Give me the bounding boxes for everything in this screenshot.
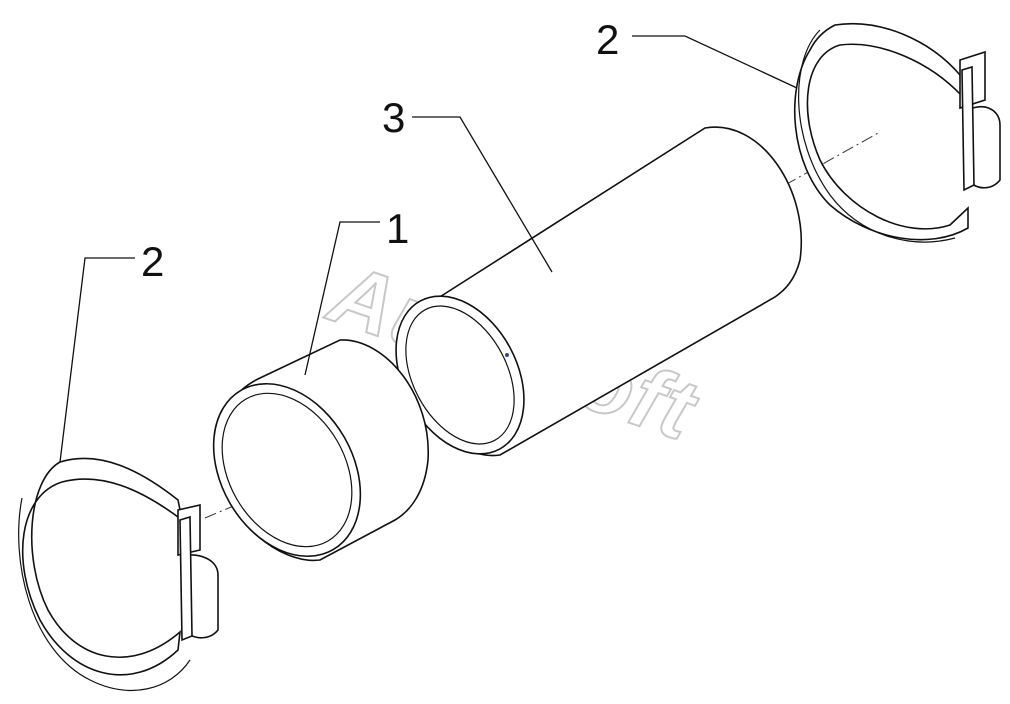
sleeve-part-1 <box>212 339 429 562</box>
leader-line-part-2-right <box>632 35 798 89</box>
leader-line-part-3 <box>412 116 553 273</box>
leader-line-part-1 <box>304 221 380 376</box>
clamp-part-2-right <box>793 22 1001 243</box>
axis-marker-dot <box>505 353 509 357</box>
callout-part-1: 1 <box>386 205 409 252</box>
clamp-part-2-left <box>18 457 219 691</box>
tube-part-3 <box>395 126 803 457</box>
callout-part-2-right: 2 <box>596 16 619 63</box>
callout-part-2-left: 2 <box>141 238 164 285</box>
leader-line-part-2-left <box>59 257 135 463</box>
callout-part-3: 3 <box>382 94 405 141</box>
